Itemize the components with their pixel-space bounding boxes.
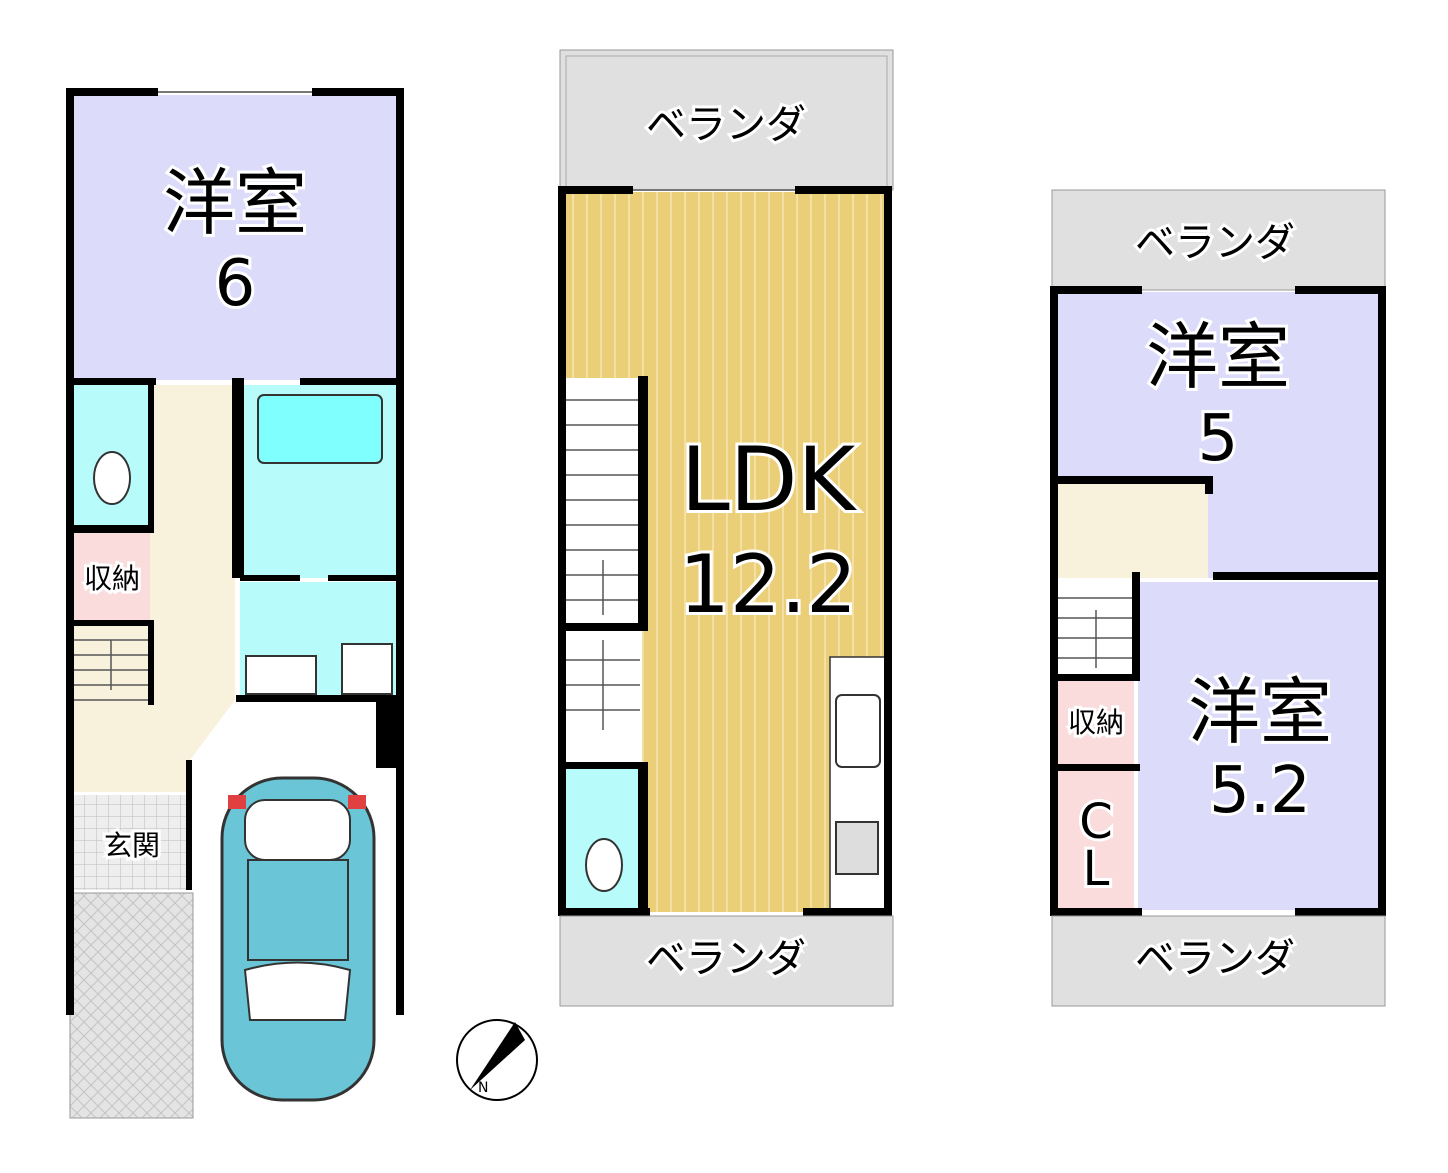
- bathtub: [257, 394, 383, 464]
- veranda-bottom-label: ベランダ: [646, 936, 806, 982]
- bedroom-b-label: 洋室: [1188, 670, 1332, 754]
- bedroom-label: 洋室: [163, 161, 307, 245]
- entrance-label: 玄関: [104, 829, 160, 862]
- floor-1: 洋室 6 収納 玄関 N: [66, 88, 538, 1119]
- stairs-icon: [72, 639, 150, 701]
- hallway: [1058, 482, 1208, 578]
- compass-icon: N: [456, 1019, 538, 1101]
- stairs: [566, 378, 642, 765]
- sink: [245, 655, 317, 695]
- car-icon: [220, 776, 376, 1102]
- closet: [1058, 770, 1134, 910]
- bedroom-size: 6: [215, 247, 256, 321]
- veranda-bottom: [559, 915, 894, 1007]
- floor-3: ベランダ 洋室 5 収納 C L 洋室 5.2 ベランダ: [1050, 189, 1386, 1007]
- closet-c-label: C: [1079, 794, 1113, 850]
- stairs-icon: [566, 399, 640, 730]
- washer: [341, 643, 393, 695]
- bedroom-a-label: 洋室: [1146, 315, 1290, 399]
- storage-label: 収納: [1068, 706, 1124, 739]
- closet-l-label: L: [1083, 841, 1110, 897]
- storage-room: [1058, 680, 1134, 765]
- bedroom-b-size: 5.2: [1209, 754, 1311, 828]
- storage-room: [72, 533, 150, 623]
- veranda-top: [1051, 189, 1386, 291]
- storage-label: 収納: [84, 562, 140, 595]
- bedroom-a-size: 5: [1198, 402, 1239, 476]
- veranda-top-label: ベランダ: [646, 102, 806, 148]
- kitchen-sink-icon: [835, 694, 881, 768]
- entrance: [72, 795, 190, 890]
- veranda-top: [559, 49, 894, 191]
- veranda-bottom: [1051, 915, 1386, 1007]
- floor-2: ベランダ LDK 12.2 ベランダ: [558, 49, 894, 1007]
- hallway: [72, 385, 235, 792]
- veranda-top-label: ベランダ: [1135, 220, 1295, 266]
- stove-icon: [835, 821, 879, 875]
- ldk-size: 12.2: [679, 538, 857, 631]
- compass-north-label: N: [478, 1080, 488, 1096]
- bedroom-6: [72, 95, 398, 380]
- veranda-bottom-label: ベランダ: [1135, 936, 1295, 982]
- porch: [69, 892, 194, 1119]
- toilet-bowl-icon: [93, 451, 131, 505]
- toilet-bowl-icon: [585, 838, 623, 892]
- ldk-label: LDK: [681, 428, 858, 531]
- bedroom-5-2: [1138, 582, 1382, 910]
- stairs-icon: [1058, 597, 1134, 668]
